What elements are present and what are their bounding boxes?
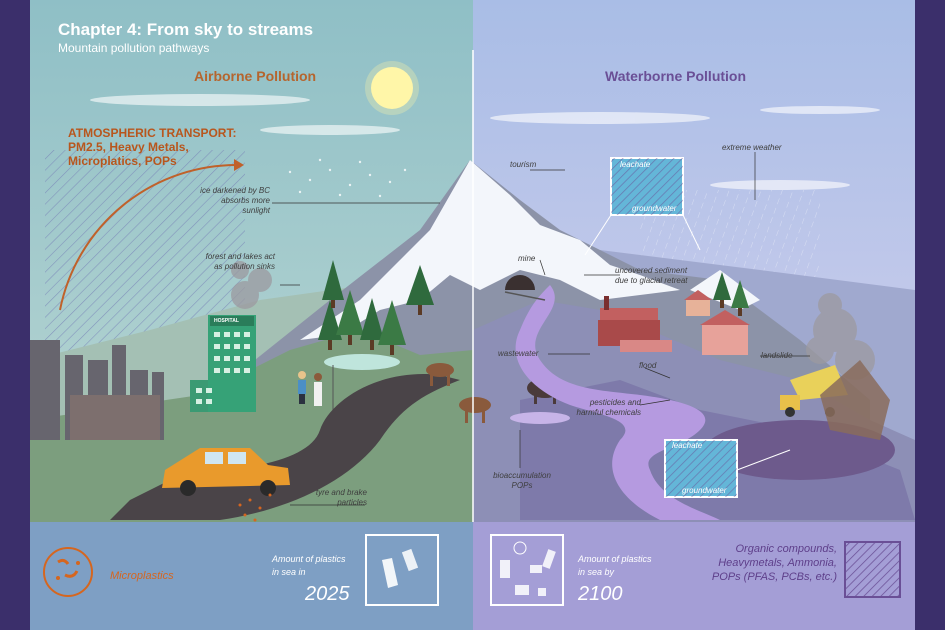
city-skyline [30,340,164,440]
hill-left [30,330,473,540]
amount-plastics-2025-label: Amount of plastics in sea in [272,553,346,579]
microplastics-label: Microplastics [110,570,174,582]
groundwater-top-label: groundwater [632,204,677,213]
ice-darkened-label: ice darkened by BC absorbs more sunlight [160,186,270,216]
snow-cap [300,160,680,340]
leachate-box-top [584,157,701,256]
page-title: Chapter 4: From sky to streams [58,20,314,39]
leachate-top-label: leachate [620,160,651,169]
sediment-label-line1: uncovered sediment [615,266,688,275]
wastewater-label: wastewater [498,349,539,358]
hospital [190,315,256,412]
dust-particles [288,158,407,198]
river [515,285,720,520]
leachate-box-bottom [664,439,791,498]
microplastics-icon [43,547,93,597]
amount-right-line1: Amount of plastics [578,554,652,564]
pesticides-label: pesticides and harmful chemicals [555,398,641,418]
plastics-box-2100 [490,534,564,606]
atmospheric-transport-line2: PM2.5, Heavy Metals, [68,140,189,154]
bioaccumulation-label: bioaccumulation POPs [490,471,554,491]
atmospheric-transport-line1: ATMOSPHERIC TRANSPORT: [68,126,237,140]
bottom-panel-right [473,522,915,630]
organic-line3: POPs (PFAS, PCBs, etc.) [711,571,837,583]
amount-right-line2: in sea by [578,567,615,577]
year-2100: 2100 [578,583,623,605]
mine-label: mine [518,254,536,263]
ice-label-line1: ice darkened by BC [200,186,270,195]
organic-compounds-label: Organic compounds, Heavymetals, Ammonia,… [707,542,837,584]
section-waterborne: Waterborne Pollution [605,68,747,84]
organic-line2: Heavymetals, Ammonia, [718,557,837,569]
forest-label-line2: as pollution sinks [214,262,275,271]
groundwater-bottom-label: groundwater [682,486,727,495]
transport-arc [59,163,241,311]
amount-left-line2: in sea in [272,567,306,577]
forest-label-line1: forest and lakes act [205,252,275,261]
atmospheric-transport-line3: Microplatics, POPs [68,154,177,168]
clouds [90,94,880,190]
organic-line1: Organic compounds, [735,543,838,555]
forest-edge-left [0,0,30,630]
puddle-right [510,412,570,424]
page-subtitle: Mountain pollution pathways [58,41,210,55]
tyre-label-line2: particles [337,498,367,507]
amount-left-line1: Amount of plastics [272,554,346,564]
tyre-particles [238,493,272,522]
organic-compounds-icon [844,541,901,598]
forest-lakes-label: forest and lakes act as pollution sinks [170,252,275,272]
pesticides-label-line2: harmful chemicals [576,408,641,417]
buildings-right [598,290,750,355]
section-airborne: Airborne Pollution [194,68,317,84]
car [162,448,290,496]
tourism-label: tourism [510,160,537,169]
amount-plastics-2100-label: Amount of plastics in sea by [578,553,652,579]
sun-icon [371,67,413,109]
sediment-label-line2: due to glacial retreat [615,276,688,285]
tyre-brake-label: tyre and brake particles [265,488,367,508]
plastics-box-2025 [365,534,439,606]
lake [324,354,400,370]
landslide-debris [820,360,890,440]
forest-edge-right [915,0,945,630]
ice-label-line3: sunlight [242,206,270,215]
hospital-sign: HOSPITAL [214,318,239,324]
tyre-label-line1: tyre and brake [315,488,367,497]
ice-label-line2: absorbs more [221,196,270,205]
year-2025: 2025 [305,583,350,605]
landfill [705,420,895,480]
pesticides-label-line1: pesticides and [589,398,641,407]
extreme-weather-label: extreme weather [722,143,782,152]
bioacc-label-line1: bioaccumulation [493,471,551,480]
bottom-panel-left [30,522,473,630]
landslide-label: landslide [761,351,793,360]
leachate-bottom-label: leachate [672,441,703,450]
leader-lines [272,152,810,506]
bioacc-label-line2: POPs [511,481,533,490]
flood-label: flood [639,361,657,370]
atmospheric-transport-label: ATMOSPHERIC TRANSPORT: PM2.5, Heavy Meta… [68,126,258,168]
mine [504,275,546,301]
forest [318,260,749,355]
sediment-label: uncovered sediment due to glacial retrea… [615,266,735,286]
smoke [231,261,875,380]
arrow-right-icon [234,159,244,171]
people [298,365,334,420]
